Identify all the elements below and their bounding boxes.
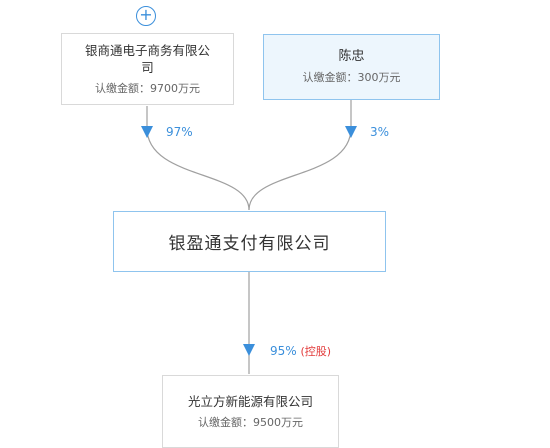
subsidiary-capital: 认缴金额：9500万元 (198, 415, 303, 429)
share-percent-right: 3% (370, 125, 390, 139)
shareholder-capital: 认缴金额：9700万元 (95, 81, 200, 95)
main-company-node[interactable]: 银盈通支付有限公司 (113, 211, 386, 272)
connector-left (146, 106, 250, 211)
main-company-name: 银盈通支付有限公司 (168, 234, 331, 254)
shareholder-name: 银商通电子商务有限公 (84, 42, 210, 58)
share-percent-left: 97% (166, 125, 193, 139)
subsidiary-percent-value: 95% (270, 344, 297, 358)
shareholder-capital: 认缴金额：300万元 (302, 71, 401, 84)
subsidiary-name: 光立方新能源有限公司 (187, 393, 313, 409)
shareholder-node-company[interactable]: 银商通电子商务有限公 司 认缴金额：9700万元 (61, 33, 234, 105)
subsidiary-percent: 95% (控股) (270, 343, 331, 359)
shareholder-name-continued: 司 (141, 59, 154, 75)
arrow-left (141, 126, 153, 138)
plus-circle-icon[interactable]: + (136, 6, 156, 26)
subsidiary-node[interactable]: 光立方新能源有限公司 认缴金额：9500万元 (162, 375, 339, 448)
arrow-down (243, 344, 255, 356)
shareholder-name: 陈忠 (338, 49, 365, 64)
arrow-right (345, 126, 357, 138)
control-badge: (控股) (300, 345, 332, 358)
connector-right (248, 100, 352, 211)
shareholder-node-person[interactable]: 陈忠 认缴金额：300万元 (263, 34, 440, 100)
